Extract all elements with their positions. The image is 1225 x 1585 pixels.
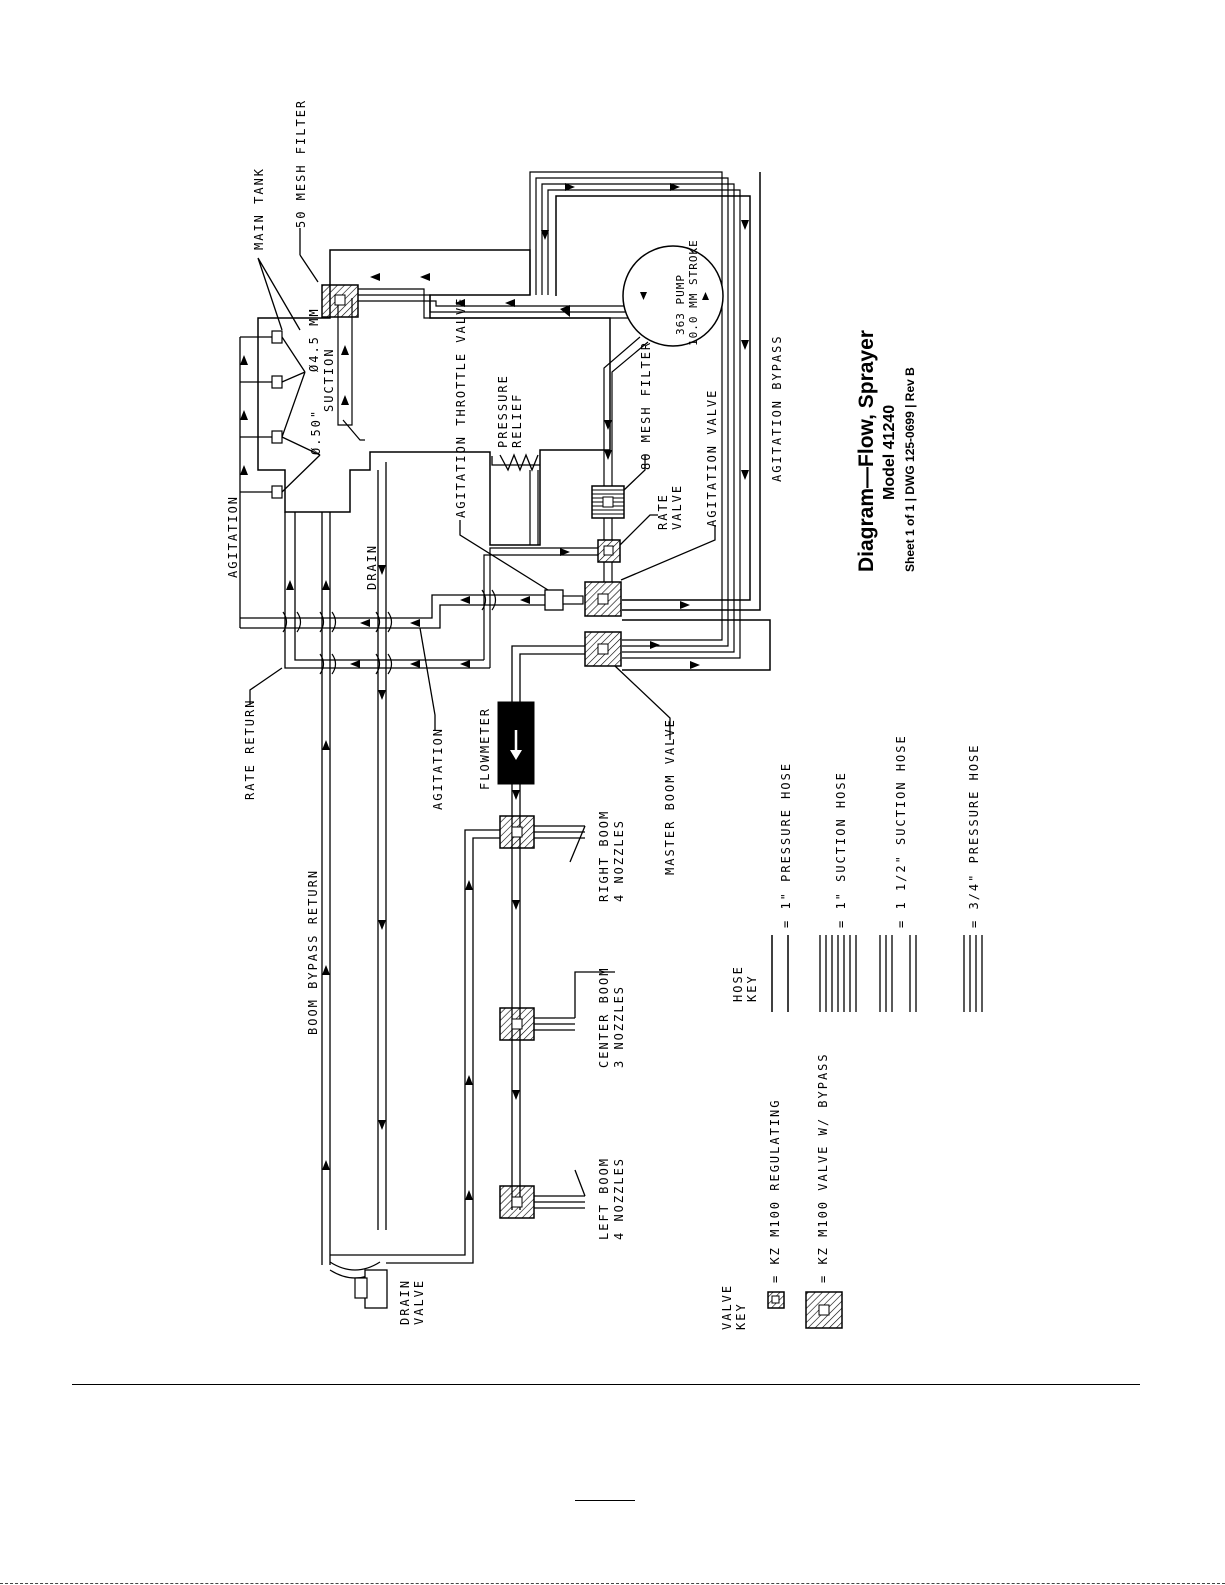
label-dia-050: Ø.50": [309, 409, 323, 455]
master-boom-valve: [584, 631, 671, 740]
label-left-boom: LEFT BOOM: [597, 1157, 611, 1240]
diagram-sheet: Sheet 1 of 1 | DWG 125-0699 | Rev B: [903, 367, 917, 572]
agitation-bypass-loop: [529, 171, 771, 671]
mesh-filter-80: [591, 455, 646, 519]
label-main-tank: MAIN TANK: [252, 167, 266, 250]
page-divider: [72, 1384, 1140, 1385]
flow-arrows: [240, 183, 749, 1200]
suction-line: [299, 228, 365, 441]
hose-key-pressure-1in: = 1" PRESSURE HOSE: [779, 762, 793, 928]
return-lines: [240, 462, 545, 1265]
page-edge: [0, 1583, 1225, 1584]
hose-key-pressure-3-4in: = 3/4" PRESSURE HOSE: [967, 744, 981, 929]
label-80-mesh-filter: 80 MESH FILTER: [639, 341, 653, 470]
label-right-boom: RIGHT BOOM: [597, 810, 611, 902]
page-number-line: [575, 1500, 635, 1501]
label-pump-stroke: 10.0 MM STROKE: [687, 239, 700, 346]
drain-valve: [354, 1269, 388, 1309]
label-boom-bypass-return: BOOM BYPASS RETURN: [306, 869, 320, 1035]
label-right-boom-nozzles: 4 NOZZLES: [612, 819, 626, 902]
label-master-boom-valve: MASTER BOOM VALVE: [663, 718, 677, 875]
label-center-boom: CENTER BOOM: [597, 967, 611, 1068]
label-agitation-valve: AGITATION VALVE: [705, 389, 719, 527]
hose-key-suction-1-5in: = 1 1/2" SUCTION HOSE: [894, 734, 908, 928]
valve-key-bypass: = KZ M100 VALVE W/ BYPASS: [816, 1052, 830, 1283]
label-relief: RELIEF: [510, 393, 524, 448]
main-tank: [257, 249, 611, 546]
label-agitation-low: AGITATION: [431, 727, 445, 810]
diagram-title: Diagram—Flow, Sprayer: [855, 330, 878, 572]
label-rate: RATE: [656, 493, 670, 530]
label-pressure: PRESSURE: [496, 374, 510, 448]
hose-key-suction-1in: = 1" SUCTION HOSE: [834, 771, 848, 928]
diagram-labels: MAIN TANK 50 MESH FILTER Ø4.5 MM SUCTION…: [226, 99, 784, 1325]
label-agitation-bypass: AGITATION BYPASS: [770, 334, 784, 482]
boom-valves: [499, 815, 615, 1219]
hose-key-title-2: KEY: [745, 974, 759, 1002]
label-flowmeter: FLOWMETER: [478, 707, 492, 790]
agitation-valve: [584, 525, 716, 617]
label-center-boom-nozzles: 3 NOZZLES: [612, 985, 626, 1068]
label-agitation-throttle-valve: AGITATION THROTTLE VALVE: [454, 297, 468, 518]
label-left-boom-nozzles: 4 NOZZLES: [612, 1157, 626, 1240]
label-dia-4-5: Ø4.5 MM: [307, 307, 321, 372]
agitation-throttle-valve: [459, 520, 584, 611]
boom-supply-line: [329, 645, 585, 1279]
hose-key: HOSE KEY = 1" PRESSURE HOSE = 1" SUCTION…: [731, 734, 983, 1012]
label-drain-valve: DRAIN: [398, 1279, 412, 1325]
pressure-relief: [491, 453, 540, 545]
label-50-mesh-filter: 50 MESH FILTER: [294, 99, 308, 228]
rate-valve: [483, 514, 658, 668]
valve-key: VALVE KEY = KZ M100 REGULATING = KZ M100…: [720, 1052, 843, 1330]
label-drain: DRAIN: [365, 544, 379, 590]
valve-key-title: VALVE: [720, 1284, 734, 1330]
valve-key-regulating: = KZ M100 REGULATING: [768, 1099, 782, 1284]
hose-key-title: HOSE: [731, 965, 745, 1002]
label-pump-model: 363 PUMP: [674, 274, 687, 335]
agitation-nozzles: [239, 257, 321, 628]
label-drain-valve-2: VALVE: [412, 1279, 426, 1325]
pump-suction-hose: [358, 288, 640, 319]
valve-key-title-2: KEY: [734, 1302, 748, 1330]
label-agitation-top: AGITATION: [226, 495, 240, 578]
label-suction: SUCTION: [322, 347, 336, 412]
flowmeter: [497, 701, 535, 785]
label-rate-return: RATE RETURN: [243, 699, 257, 800]
pump: [603, 245, 724, 486]
title-block: Diagram—Flow, Sprayer Model 41240 Sheet …: [855, 330, 917, 572]
diagram-model: Model 41240: [881, 405, 898, 500]
label-valve: VALVE: [670, 484, 684, 530]
